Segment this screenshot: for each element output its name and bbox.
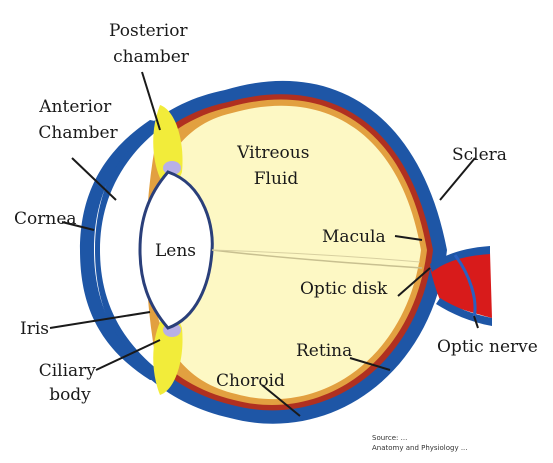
label-choroid: Choroid [216, 371, 285, 391]
label-retina: Retina [296, 341, 352, 361]
label-ciliary-body: Ciliary body [39, 361, 102, 405]
source-credit: Source: ... Anatomy and Physiology ... [372, 434, 468, 452]
label-optic-nerve: Optic nerve [437, 337, 538, 357]
label-lens: Lens [155, 241, 196, 261]
label-anterior-chamber: Anterior Chamber [38, 97, 118, 143]
label-iris: Iris [20, 319, 49, 339]
label-cornea: Cornea [14, 209, 77, 229]
label-macula: Macula [322, 227, 386, 247]
label-optic-disk: Optic disk [300, 279, 388, 299]
label-sclera: Sclera [452, 145, 507, 165]
label-posterior-chamber: Posterior chamber [109, 21, 193, 67]
